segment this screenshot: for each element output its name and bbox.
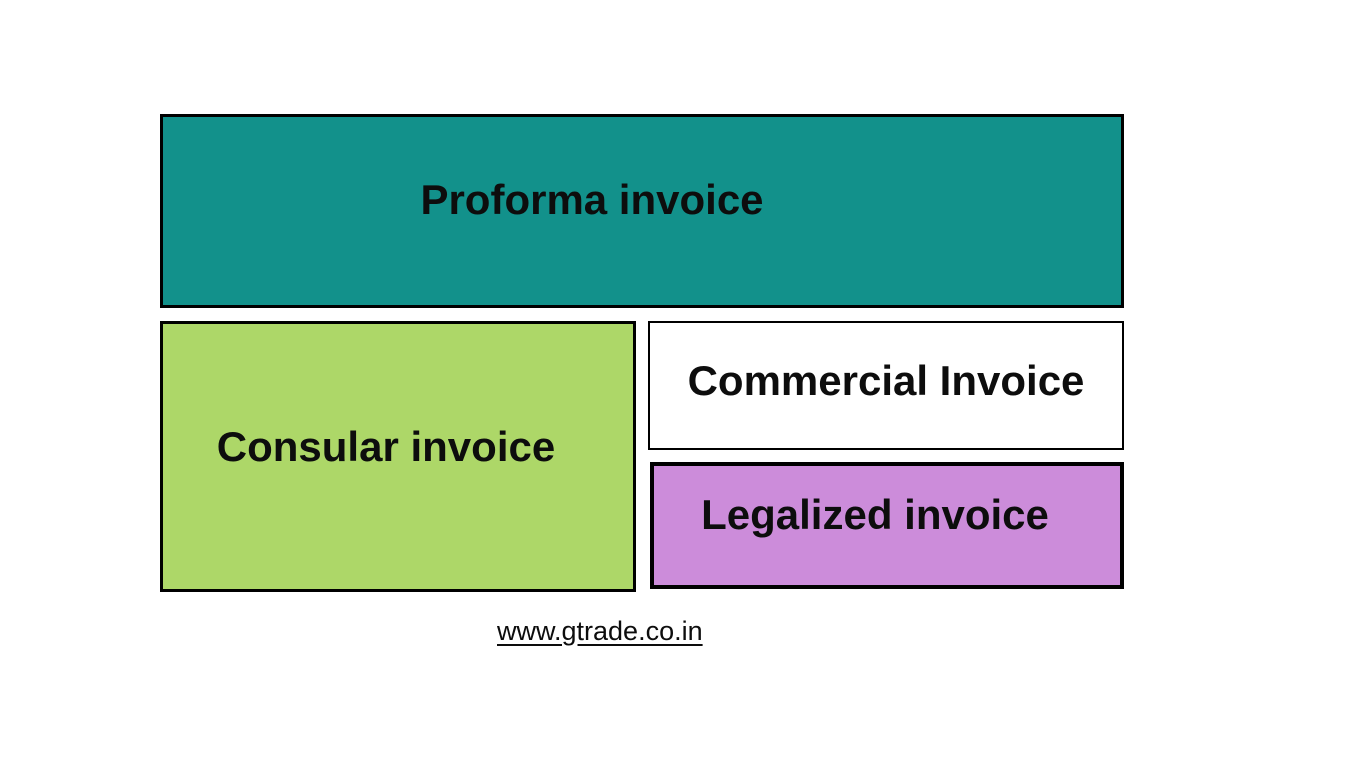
consular-invoice-label: Consular invoice — [216, 422, 556, 470]
proforma-invoice-label: Proforma invoice — [420, 176, 764, 223]
commercial-invoice-box: Commercial Invoice — [648, 321, 1124, 450]
website-link[interactable]: www.gtrade.co.in — [497, 616, 703, 646]
legalized-invoice-box: Legalized invoice — [650, 462, 1124, 589]
proforma-invoice-box: Proforma invoice — [160, 114, 1124, 308]
consular-invoice-box: Consular invoice — [160, 321, 636, 592]
commercial-invoice-label: Commercial Invoice — [687, 356, 1085, 404]
legalized-invoice-label: Legalized invoice — [701, 490, 1049, 538]
